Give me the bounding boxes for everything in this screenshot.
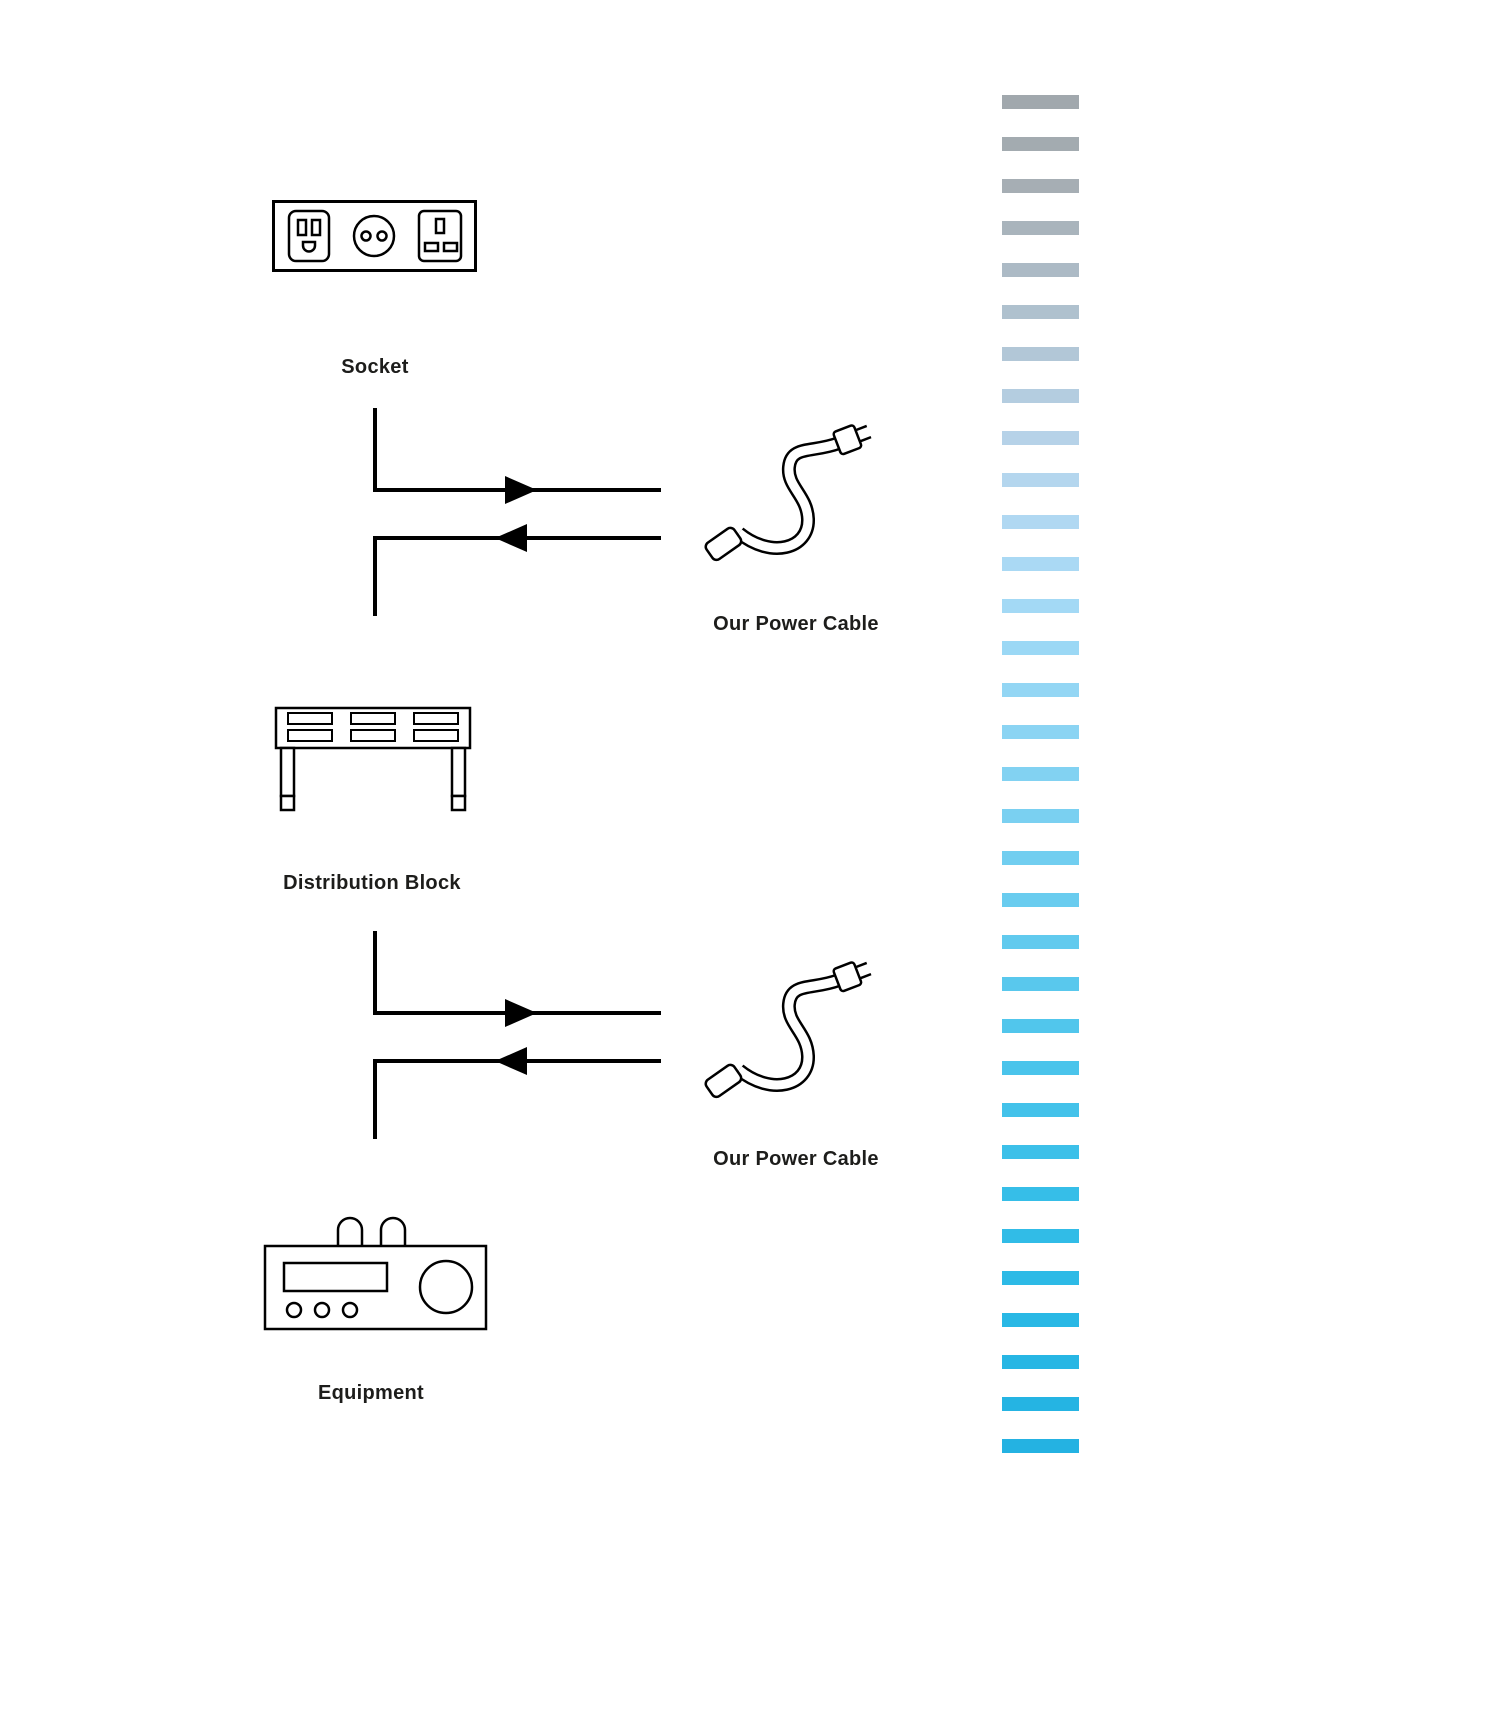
stripe <box>1002 683 1079 697</box>
stripe <box>1002 1397 1079 1411</box>
iec-connector-icon <box>704 526 743 562</box>
stripe <box>1002 599 1079 613</box>
stripe <box>1002 1229 1079 1243</box>
left-arrow-icon <box>495 1047 527 1075</box>
power-cable-icon-2 <box>704 961 872 1099</box>
mains-plug-icon <box>832 424 872 456</box>
stripe <box>1002 263 1079 277</box>
stripe <box>1002 893 1079 907</box>
right-arrow-icon <box>505 999 537 1027</box>
socket-outlets-icon <box>272 200 477 272</box>
stripe <box>1002 1187 1079 1201</box>
stripe <box>1002 935 1079 949</box>
us-outlet-icon <box>287 209 331 263</box>
stripe <box>1002 1145 1079 1159</box>
distribution-block-icon <box>274 706 472 812</box>
stripe <box>1002 1061 1079 1075</box>
stripe <box>1002 809 1079 823</box>
display-icon <box>282 1261 389 1293</box>
stripe <box>1002 1439 1079 1453</box>
stripe <box>1002 431 1079 445</box>
amplifier-icon <box>263 1216 488 1331</box>
stripe <box>1002 515 1079 529</box>
stripe <box>1002 1271 1079 1285</box>
stripe <box>1002 1355 1079 1369</box>
stripe <box>1002 305 1079 319</box>
power-cable-label-1: Our Power Cable <box>713 613 879 635</box>
stripe <box>1002 473 1079 487</box>
eu-outlet-icon <box>352 214 396 258</box>
distribution-block-label: Distribution Block <box>283 872 461 894</box>
left-arrow-icon <box>495 524 527 552</box>
stripe <box>1002 389 1079 403</box>
stripe <box>1002 347 1079 361</box>
power-cable-icon-1 <box>704 424 872 562</box>
uk-outlet-icon <box>417 209 463 263</box>
stripe <box>1002 1313 1079 1327</box>
tube-icon <box>336 1216 364 1246</box>
flow-arrows-1 <box>373 408 661 616</box>
stripe <box>1002 1019 1079 1033</box>
stripe <box>1002 557 1079 571</box>
stripe <box>1002 767 1079 781</box>
socket-label: Socket <box>341 356 409 378</box>
stripe <box>1002 95 1079 109</box>
stripe <box>1002 221 1079 235</box>
iec-connector-icon <box>704 1063 743 1099</box>
stripe <box>1002 1103 1079 1117</box>
right-arrow-icon <box>505 476 537 504</box>
stripe <box>1002 179 1079 193</box>
stripe <box>1002 977 1079 991</box>
stripe <box>1002 725 1079 739</box>
mains-plug-icon <box>832 961 872 993</box>
flow-arrows-2 <box>373 931 661 1139</box>
tube-icon <box>379 1216 407 1246</box>
equipment-label: Equipment <box>317 1382 425 1404</box>
knob-icon <box>418 1259 474 1315</box>
stripe <box>1002 641 1079 655</box>
power-cable-label-2: Our Power Cable <box>713 1148 879 1170</box>
gradient-stripe-bar <box>1002 95 1079 1453</box>
stripe <box>1002 137 1079 151</box>
stripe <box>1002 851 1079 865</box>
